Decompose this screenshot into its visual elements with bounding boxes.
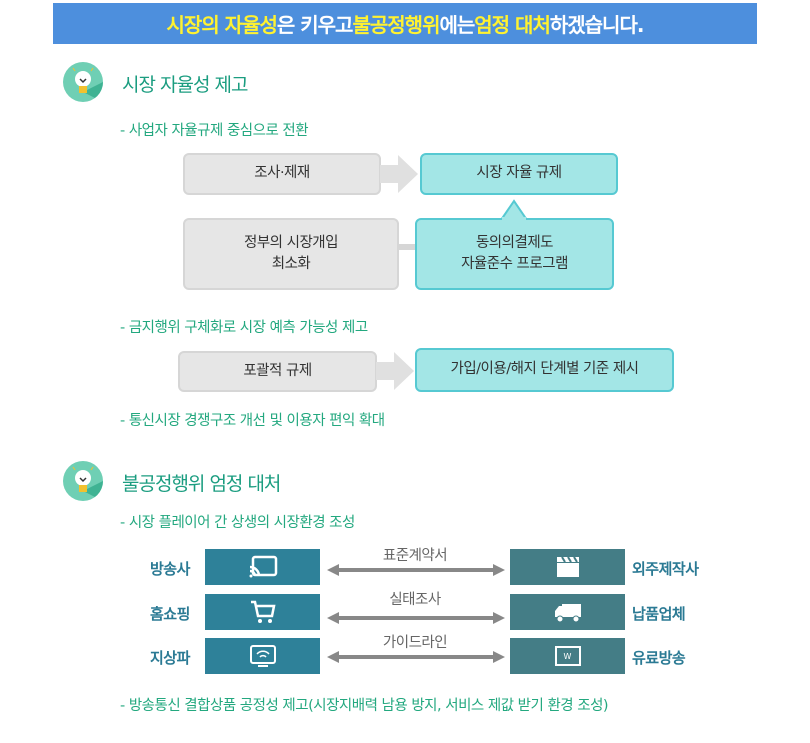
box-stage-criteria: 가입/이용/해지 단계별 기준 제시	[415, 348, 674, 392]
sub-point: - 통신시장 경쟁구조 개선 및 이용자 편익 확대	[120, 413, 385, 429]
label-home-shopping: 홈쇼핑	[150, 605, 190, 623]
sub-point: - 금지행위 구체화로 시장 예측 가능성 제고	[120, 320, 368, 336]
label-outsource-producer: 외주제작사	[632, 560, 699, 578]
tv-w-text: W	[554, 646, 581, 666]
banner-text: 에는	[439, 13, 475, 37]
banner-highlight: 시장의 자율성	[166, 13, 278, 37]
banner-text: 하겠습니다.	[549, 13, 645, 37]
box-text: 최소화	[271, 256, 311, 272]
box-text: 자율준수 프로그램	[461, 256, 568, 272]
banner-highlight: 엄정 대처	[474, 13, 551, 37]
lightbulb-icon	[63, 461, 103, 501]
box-text: 정부의 시장개입	[244, 234, 339, 251]
pointer-join	[502, 217, 526, 221]
banner-text: 은 키우고	[276, 13, 354, 37]
double-arrow-icon	[327, 612, 505, 624]
label-broadcaster: 방송사	[150, 560, 190, 578]
sub-point: - 사업자 자율규제 중심으로 전환	[120, 123, 309, 139]
double-arrow-icon	[327, 564, 505, 576]
arrow-right-icon	[380, 155, 418, 193]
section-title: 불공정행위 엄정 대처	[122, 473, 281, 495]
arrow-label: 가이드라인	[382, 635, 448, 651]
double-arrow-icon	[327, 651, 505, 663]
box-self-regulation: 시장 자율 규제	[420, 153, 618, 195]
label-terrestrial: 지상파	[150, 649, 190, 667]
label-pay-tv: 유료방송	[632, 649, 686, 667]
clapperboard-icon	[510, 549, 625, 585]
tv-signal-icon	[205, 638, 320, 674]
sub-point: - 시장 플레이어 간 상생의 시장환경 조성	[120, 515, 355, 531]
sub-point: - 방송통신 결합상품 공정성 제고(시장지배력 남용 방지, 서비스 제값 받…	[120, 698, 609, 714]
connector-line	[399, 244, 417, 250]
section-title: 시장 자율성 제고	[122, 74, 248, 96]
box-investigation: 조사·제재	[183, 153, 381, 195]
lightbulb-icon	[63, 62, 103, 102]
box-comprehensive-regulation: 포괄적 규제	[178, 351, 377, 392]
truck-icon	[510, 594, 625, 630]
arrow-label: 표준계약서	[382, 548, 448, 564]
label-supplier: 납품업체	[632, 605, 686, 623]
tv-w-icon: W	[510, 638, 625, 674]
banner-highlight: 불공정행위	[352, 13, 440, 37]
arrow-right-icon	[376, 352, 414, 390]
cart-icon	[205, 594, 320, 630]
arrow-label: 실태조사	[389, 592, 441, 608]
cast-icon	[205, 549, 320, 585]
box-text: 동의의결제도	[475, 234, 554, 251]
